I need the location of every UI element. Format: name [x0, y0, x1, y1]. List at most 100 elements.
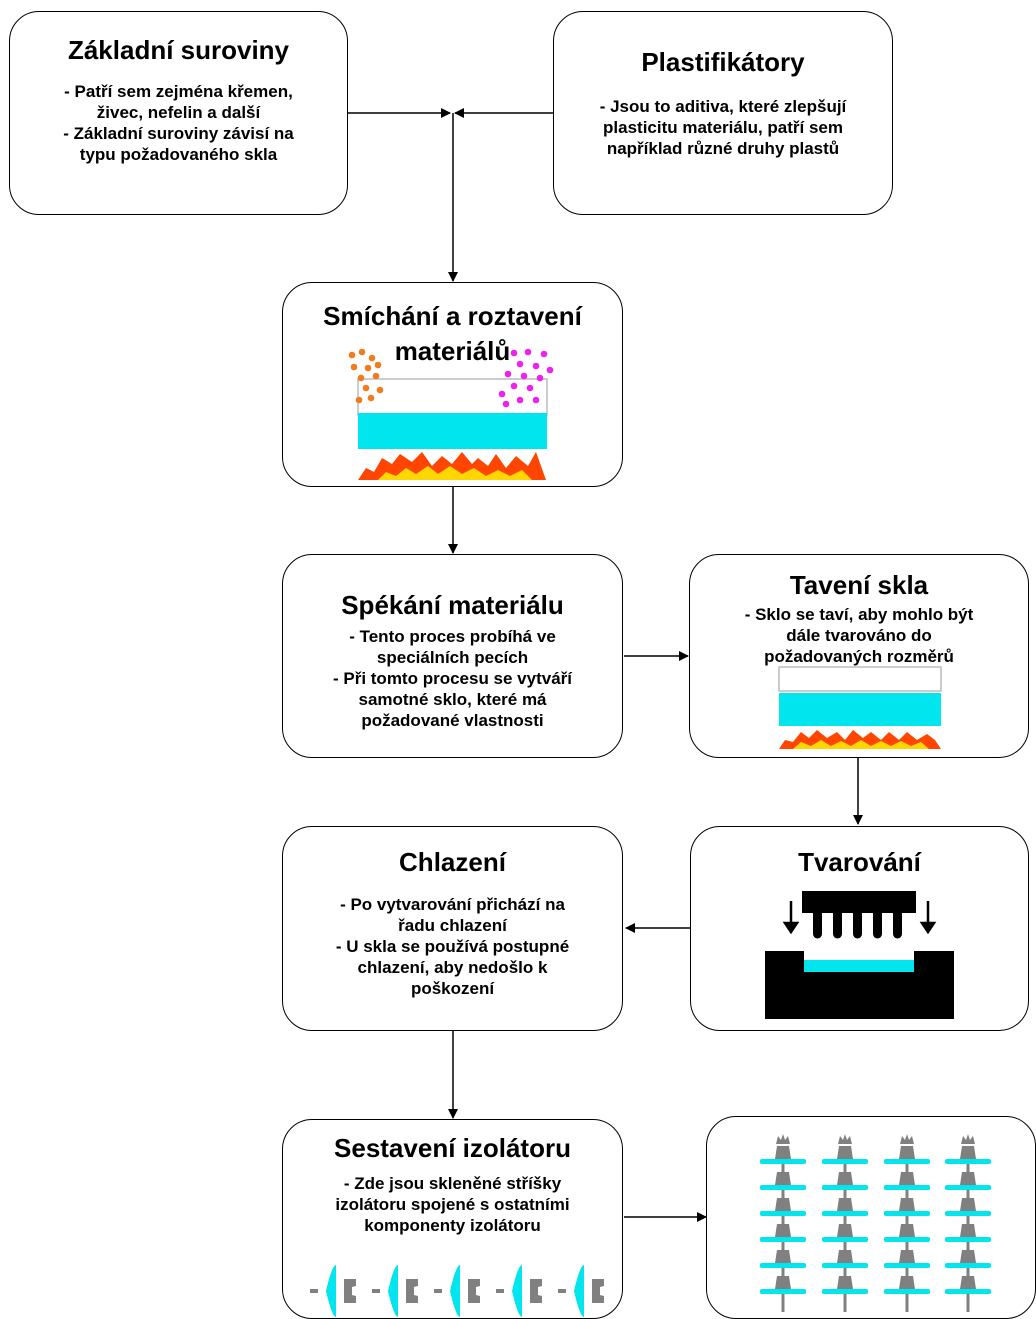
metal-pin — [843, 1267, 846, 1276]
glass-shed — [821, 1288, 868, 1294]
metal-cap — [899, 1133, 914, 1144]
metal-cap — [898, 1197, 915, 1211]
glass-shed — [883, 1236, 930, 1242]
desc-line: - Patří sem zejména křemen, — [64, 82, 293, 101]
sintering-title: Spékání materiálu — [341, 590, 564, 620]
metal-pin — [966, 1267, 969, 1276]
desc-line: komponenty izolátoru — [364, 1216, 541, 1235]
metal-pin — [781, 1301, 784, 1312]
glass-shed — [821, 1262, 868, 1268]
metal-cap — [775, 1133, 790, 1144]
glass-shed — [759, 1184, 806, 1190]
metal-pin — [843, 1215, 846, 1224]
mold — [764, 950, 954, 1019]
metal-cap — [774, 1249, 791, 1263]
desc-line: - Při tomto procesu se vytváří — [332, 669, 573, 688]
mixing-title-line-2: materiálů — [394, 336, 511, 366]
desc-line: požadované vlastnosti — [361, 711, 544, 730]
desc-line: typu požadovaného skla — [79, 145, 278, 164]
metal-pin — [781, 1293, 784, 1302]
glass-shed — [759, 1262, 806, 1268]
insulator-parts-row — [309, 1264, 604, 1317]
metal-pin — [905, 1293, 908, 1302]
metal-pin — [843, 1293, 846, 1302]
glass-shed — [759, 1288, 806, 1294]
down-arrow-icon — [782, 900, 936, 934]
metal-cap — [836, 1145, 853, 1159]
metal-cap — [774, 1275, 791, 1289]
particles-magenta — [498, 348, 553, 407]
glass-shed — [883, 1158, 930, 1164]
metal-cap — [959, 1275, 976, 1289]
metal-pin — [843, 1189, 846, 1198]
glass-shed — [821, 1236, 868, 1242]
assembly-desc: - Zde jsou skleněné stříšky izolátoru sp… — [283, 1173, 622, 1236]
glass-shed — [883, 1262, 930, 1268]
metal-pin — [843, 1241, 846, 1250]
plasticizers-box: Plastifikátory - Jsou to aditiva, které … — [553, 11, 893, 215]
desc-line: - Jsou to aditiva, které zlepšují — [599, 97, 847, 116]
plasticizers-title: Plastifikátory — [641, 47, 805, 77]
metal-pin — [781, 1163, 784, 1172]
glass-shed — [944, 1262, 991, 1268]
metal-pin — [966, 1241, 969, 1250]
desc-line: řadu chlazení — [398, 916, 507, 935]
glass-melting-illustration — [777, 665, 942, 749]
metal-cap — [959, 1171, 976, 1185]
metal-pin — [966, 1163, 969, 1172]
desc-line: izolátoru spojené s ostatními — [335, 1195, 570, 1214]
metal-pin — [781, 1189, 784, 1198]
metal-pin — [966, 1293, 969, 1302]
metal-cap — [959, 1197, 976, 1211]
pin-part — [557, 1288, 566, 1293]
shaping-title: Tvarování — [798, 847, 921, 877]
glass-shed — [944, 1236, 991, 1242]
metal-cap — [898, 1145, 915, 1159]
metal-cap — [898, 1275, 915, 1289]
desc-line: plasticitu materiálu, patří sem — [603, 118, 843, 137]
metal-pin — [905, 1267, 908, 1276]
cooling-desc: - Po vytvarování přichází na řadu chlaze… — [283, 894, 622, 999]
molten-glass — [778, 692, 941, 726]
metal-pin — [905, 1215, 908, 1224]
glass-shed — [883, 1288, 930, 1294]
metal-pin — [781, 1241, 784, 1250]
metal-pin — [781, 1267, 784, 1276]
metal-pin — [905, 1189, 908, 1198]
glass-shed — [759, 1158, 806, 1164]
mixing-title-line-1: Smíchání a roztavení — [323, 301, 582, 331]
glass-shed-part — [573, 1264, 584, 1317]
desc-line: například různé druhy plastů — [606, 139, 840, 158]
desc-line: - Tento proces probíhá ve — [349, 627, 556, 646]
assembly-title: Sestavení izolátoru — [334, 1133, 571, 1163]
desc-line: dále tvarováno do — [786, 626, 932, 645]
mixing-box: Smíchání a roztavení materiálů — [282, 282, 623, 487]
insulator-strings-box — [706, 1116, 1036, 1319]
sintering-desc: - Tento proces probíhá ve speciálních pe… — [283, 626, 622, 731]
glass-shed — [944, 1288, 991, 1294]
shaping-box: Tvarování — [690, 826, 1029, 1031]
glass-shed — [821, 1184, 868, 1190]
raw-materials-desc: - Patří sem zejména křemen, živec, nefel… — [10, 81, 347, 165]
metal-pin — [966, 1189, 969, 1198]
metal-cap — [836, 1171, 853, 1185]
glass-shed-part — [449, 1264, 460, 1317]
glass-shed — [759, 1210, 806, 1216]
particles-orange — [348, 348, 383, 403]
desc-line: - Po vytvarování přichází na — [340, 895, 565, 914]
metal-pin — [905, 1301, 908, 1312]
metal-pin — [966, 1301, 969, 1312]
desc-line: živec, nefelin a další — [96, 103, 261, 122]
molten-glass — [357, 412, 547, 449]
raw-materials-box: Základní suroviny - Patří sem zejména kř… — [9, 11, 348, 215]
flame-icon — [778, 729, 941, 749]
press-stamp — [801, 890, 916, 938]
metal-cap — [836, 1223, 853, 1237]
glass-shed-part — [387, 1264, 398, 1317]
glass-melting-title: Tavení skla — [789, 570, 929, 600]
metal-cap-part — [467, 1278, 480, 1303]
sintering-box: Spékání materiálu - Tento proces probíhá… — [282, 554, 623, 758]
metal-cap — [774, 1171, 791, 1185]
metal-cap — [836, 1275, 853, 1289]
